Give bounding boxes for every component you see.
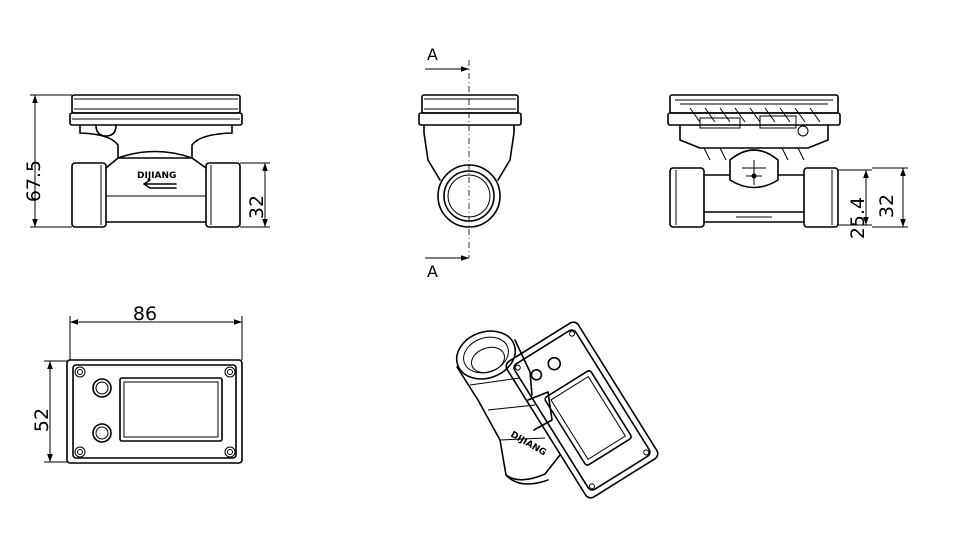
section-bore [703,174,805,223]
top-outer [66,359,243,464]
side-pipe-mid [443,170,495,222]
front-pipe-left [71,162,107,228]
iso-view: DIJIANG [455,321,659,499]
section-pipe-left [669,167,705,228]
screw-icon [643,449,650,456]
iso-neck [527,391,553,431]
dim-outer-label: 32 [876,194,898,218]
section-label-bottom: A [427,262,438,281]
side-body [423,124,515,181]
front-lid-top [71,94,241,114]
iso-pipe-inner [463,336,509,374]
top-inner [72,364,237,459]
screw-icon [227,449,233,455]
iso-pipe-lines [469,377,546,441]
dim-pipe-label: 32 [246,195,268,219]
front-pipe-body [105,157,207,223]
button-icon [95,381,109,395]
flow-arrow-icon [143,179,177,189]
section-impeller-chamber [729,149,779,189]
button-icon [530,369,543,381]
iso-lid-outer [505,321,659,499]
dim-width-label: 86 [133,303,157,325]
side-pipe-outer [437,164,501,228]
dim-inner-label: 25.4 [847,197,869,239]
screw-icon [224,366,236,378]
section-housing [679,124,829,149]
screw-icon [224,446,236,458]
screw-icon [74,446,86,458]
iso-lid-inner [513,329,651,491]
display-screen [123,381,219,438]
screw-icon [74,366,86,378]
screw-icon [227,369,233,375]
screw-icon [77,449,83,455]
button-icon [95,426,109,440]
section-impeller [742,160,766,185]
screw-icon [588,483,595,490]
top-view: 86 52 [31,303,243,464]
front-pipe-right [205,162,241,228]
section-hatch [675,99,833,123]
section-view: 25.4 32 [667,94,908,239]
iso-display-screen [550,375,627,460]
iso-pipe-top [514,339,533,396]
side-lid-top [421,94,519,114]
section-pipe-right [803,167,839,228]
iso-brand-label: DIJIANG [509,430,548,458]
button-icon [92,423,112,443]
section-battery [759,115,797,129]
section-label-top: A [427,45,438,64]
iso-pipe-end [505,474,549,485]
section-screw [797,125,809,137]
section-ribs [703,147,805,161]
iso-pipe-bore [471,346,505,374]
iso-pipe-opening [455,330,517,380]
screw-icon [77,369,83,375]
iso-pipe-body [456,366,561,481]
screw-icon [514,364,521,371]
front-lid-rim [69,112,243,126]
iso-display-window [544,370,632,466]
dim-depth-label: 52 [31,408,53,432]
front-body-neck [79,124,233,159]
front-screw-boss [95,124,117,137]
display-window [119,377,223,442]
button-icon [92,378,112,398]
section-lid-rim [667,112,841,126]
dim-height-label: 67.5 [23,160,45,202]
front-body-arc [117,150,193,159]
side-lid-rim [418,112,522,126]
section-pcb [699,117,741,129]
front-view: DIJIANG 67.5 32 [23,94,270,228]
side-pipe-inner [447,174,491,218]
iso-lid [505,321,659,499]
button-icon [547,356,562,371]
front-brand-label: DIJIANG [137,171,176,181]
side-view: A A [418,45,522,281]
section-axis [751,173,757,179]
screw-icon [569,330,576,337]
